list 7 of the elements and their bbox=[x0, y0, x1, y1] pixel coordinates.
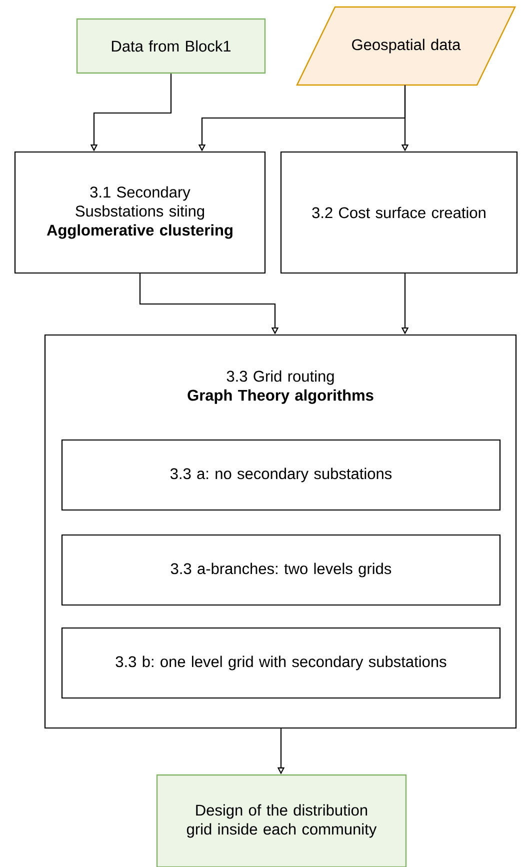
process-box: 3.2 Cost surface creation bbox=[280, 151, 518, 274]
process-box: 3.3 b: one level grid with secondary substations bbox=[61, 627, 501, 699]
input-box: Data from Block1 bbox=[76, 18, 266, 74]
process-box: 3.3 a: no secondary substations bbox=[61, 439, 501, 511]
process-box: 3.1 Secondary Susbstations siting Agglomerative clustering bbox=[14, 151, 266, 274]
process-box: 3.3 a-branches: two levels grids bbox=[61, 534, 501, 606]
output-box: Design of the distribution grid inside each community bbox=[156, 774, 407, 867]
